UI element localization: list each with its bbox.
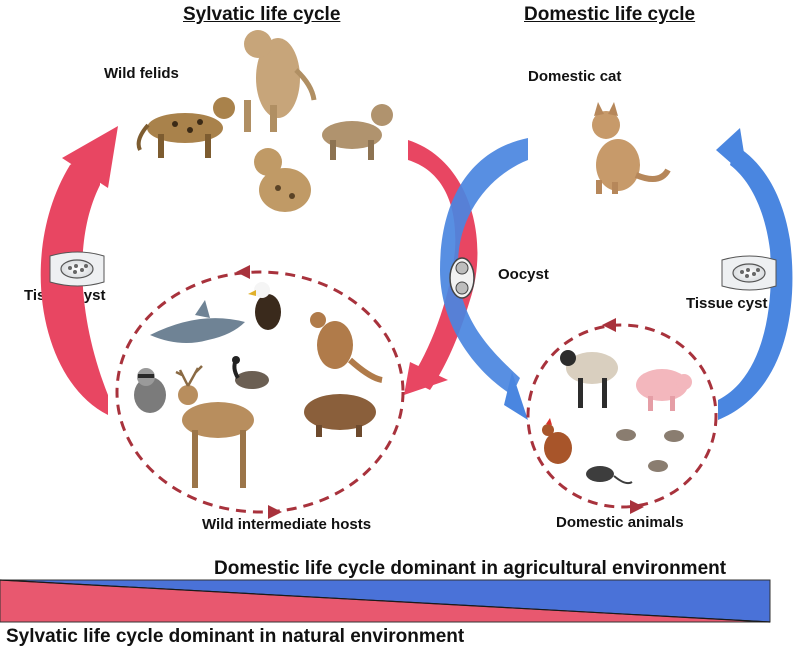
capybara-icon	[304, 394, 376, 437]
sylvatic-title: Sylvatic life cycle	[183, 4, 341, 25]
sheep-icon	[560, 350, 618, 408]
pig-icon	[636, 369, 692, 411]
wild-felids-label: Wild felids	[104, 65, 179, 82]
oocyst-icon	[449, 257, 475, 299]
tissue-cyst-left-icon	[49, 251, 105, 287]
domestic-arrow-right	[716, 128, 793, 420]
deer-icon	[175, 365, 254, 488]
mouse-icon	[616, 429, 684, 472]
oocyst-label: Oocyst	[498, 266, 549, 283]
tissue-cyst-right-icon	[721, 255, 777, 291]
dolphin-icon	[150, 300, 245, 344]
chicken-icon	[542, 418, 572, 464]
wild-hosts-label: Wild intermediate hosts	[202, 516, 372, 533]
puma-icon	[244, 30, 317, 132]
domestic-title: Domestic life cycle	[524, 4, 696, 25]
rat-icon	[586, 466, 633, 485]
goose-icon	[232, 356, 269, 389]
domestic-animals-circle	[526, 318, 718, 514]
eagle-icon	[248, 282, 281, 330]
tissue-cyst-right-label: Tissue cyst	[686, 295, 768, 312]
domestic-arrow-left	[440, 138, 528, 420]
wild-hosts-circle	[115, 265, 405, 519]
domestic-cat-label: Domestic cat	[528, 68, 622, 85]
bobcat-icon	[254, 148, 311, 212]
sylvatic-dominance-text: Sylvatic life cycle dominant in natural …	[6, 626, 465, 647]
lynx-icon	[322, 104, 393, 160]
domestic-cat-icon	[592, 102, 671, 194]
kangaroo-icon	[310, 312, 383, 383]
raccoon-icon	[134, 368, 166, 413]
domestic-animals-label: Domestic animals	[556, 514, 684, 531]
ocelot-icon	[136, 97, 235, 158]
domestic-dominance-text: Domestic life cycle dominant in agricult…	[214, 558, 727, 579]
